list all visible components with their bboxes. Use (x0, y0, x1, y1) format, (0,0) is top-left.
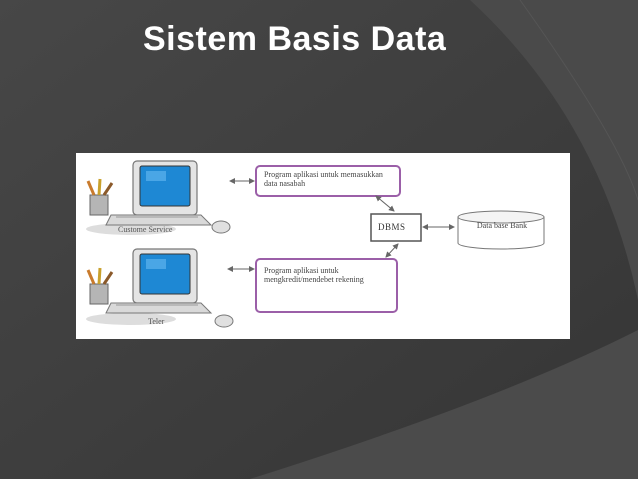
program-box-2 (255, 258, 398, 313)
diagram-graphics (86, 160, 545, 328)
program-box-1 (255, 165, 401, 197)
arrow-program-2-to-dbms (385, 243, 399, 258)
background-swoosh-bottom (250, 330, 638, 479)
diagram-panel: Custome Service Teler Program aplikasi u… (76, 153, 570, 339)
computer-icon-customer-service (86, 160, 231, 235)
dbms-label: DBMS (378, 222, 406, 232)
program-1-text: Program aplikasi untuk memasukkan data n… (264, 170, 383, 188)
database-label: Data base Bank (476, 221, 528, 230)
database-cylinder-icon (457, 210, 545, 250)
background-swoosh-top (470, 0, 638, 300)
computer-icon-teler (86, 248, 234, 328)
terminal-caption-customer-service: Custome Service (118, 225, 173, 234)
dbms-box (370, 213, 422, 242)
slide-title: Sistem Basis Data (143, 20, 447, 58)
arrow-program-1-to-dbms (375, 195, 395, 212)
terminal-caption-teler: Teler (148, 317, 165, 326)
program-2-text: Program aplikasi untuk mengkredit/mendeb… (264, 266, 364, 284)
